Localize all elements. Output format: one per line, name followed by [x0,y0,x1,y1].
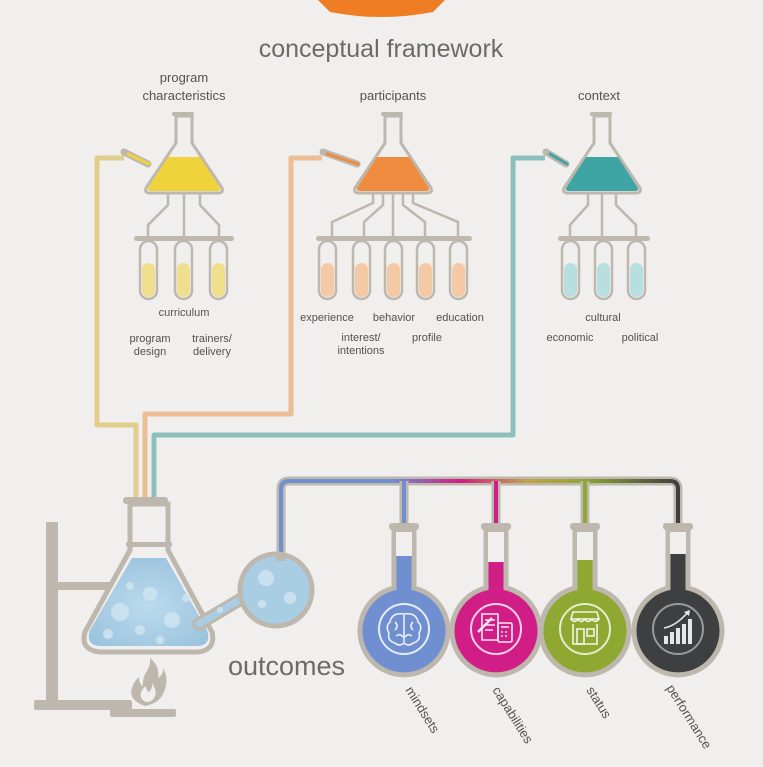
pipe-participants [142,155,322,530]
program-flask [120,112,224,195]
context-flask [542,112,642,195]
outcome-flask-capabilities [449,523,543,678]
label-capabilities: capabilities [489,684,536,747]
label-program-design: program [130,333,171,345]
outcomes-label: outcomes [228,651,345,681]
context-heading: context [578,88,620,103]
outcome-manifold [276,476,683,556]
label-interest-2: intentions [337,345,385,357]
outcome-flask-mindsets [357,523,451,678]
growth-chart-icon [663,610,692,644]
participants-group: participants experience behavior educati… [300,88,484,357]
label-performance: performance [663,682,714,752]
label-profile: profile [412,332,442,344]
program-heading-2: characteristics [142,88,226,103]
outcome-flask-status [538,523,632,678]
label-trainers: trainers/ [192,333,233,345]
program-characteristics-group: program characteristics curriculum progr… [120,70,234,358]
tools-calculator-icon [477,613,513,643]
participants-heading: participants [360,88,427,103]
context-tubes [558,236,650,301]
flame-icon [131,658,167,706]
page-title: conceptual framework [259,35,504,63]
feed-pipes [94,155,545,530]
storefront-icon [569,611,601,645]
program-heading: program [160,70,208,85]
program-connectors [146,193,221,237]
label-economic: economic [546,332,594,344]
context-connectors [568,193,638,237]
label-cultural: cultural [585,312,620,324]
label-trainers-2: delivery [193,346,231,358]
label-status: status [583,684,614,722]
label-political: political [622,332,659,344]
label-mindsets: mindsets [402,684,443,736]
burner [110,658,176,717]
participants-flask [319,112,433,195]
participants-tubes [316,236,472,301]
label-curriculum: curriculum [159,307,210,319]
big-flask [81,497,315,655]
label-interest: interest/ [341,332,381,344]
label-experience: experience [300,312,354,324]
participants-connectors [330,193,460,237]
context-group: context cultural economic political [542,88,659,344]
brain-icon [386,612,422,646]
label-program-design-2: design [134,346,166,358]
pipe-context [151,155,545,530]
label-education: education [436,312,484,324]
top-accent-tab [318,0,445,17]
outcome-flask-performance [631,523,725,678]
program-tubes [134,236,234,301]
label-behavior: behavior [373,312,416,324]
pipe-program [94,155,139,530]
